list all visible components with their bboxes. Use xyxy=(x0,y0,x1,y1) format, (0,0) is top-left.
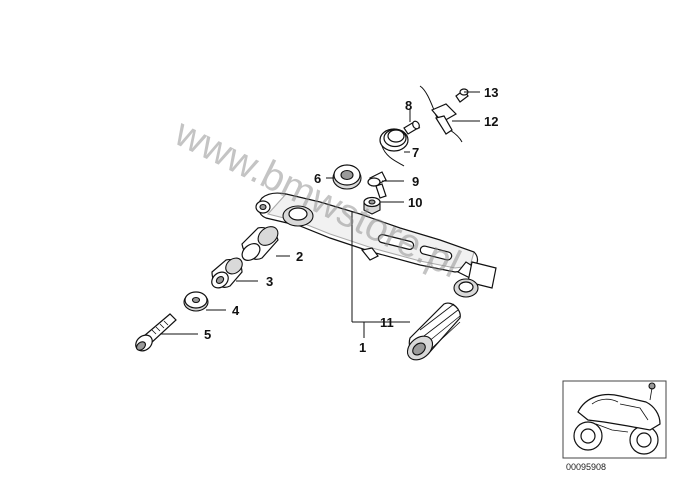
callout-1: 1 xyxy=(359,340,366,355)
callout-2: 2 xyxy=(296,249,303,264)
callout-13: 13 xyxy=(484,85,498,100)
callout-5: 5 xyxy=(204,327,211,342)
thumbnail-code: 00095908 xyxy=(566,462,606,472)
bushing-large xyxy=(241,226,279,261)
callout-8: 8 xyxy=(405,98,412,113)
thumbnail-inset xyxy=(562,380,667,459)
callout-4: 4 xyxy=(232,303,240,318)
screw xyxy=(367,171,387,199)
callout-12: 12 xyxy=(484,114,498,129)
callout-3: 3 xyxy=(266,274,273,289)
bushing-small xyxy=(211,257,243,289)
shift-lever-arm xyxy=(255,192,497,298)
leader-lines xyxy=(160,91,480,338)
switch-bracket xyxy=(419,85,463,143)
callout-10: 10 xyxy=(408,195,422,210)
spacer-ring xyxy=(332,164,362,190)
footrest-rubber xyxy=(406,302,461,361)
washer xyxy=(183,291,209,312)
callout-11: 11 xyxy=(380,315,394,330)
callout-9: 9 xyxy=(412,174,419,189)
pivot-bolt xyxy=(135,313,177,352)
small-bolt xyxy=(455,88,469,103)
callout-labels: 1 2 3 4 5 6 7 8 9 10 11 12 13 xyxy=(204,85,498,355)
callout-7: 7 xyxy=(412,145,419,160)
callout-6: 6 xyxy=(314,171,321,186)
pin xyxy=(403,120,420,135)
motorcycle-icon xyxy=(573,382,661,455)
